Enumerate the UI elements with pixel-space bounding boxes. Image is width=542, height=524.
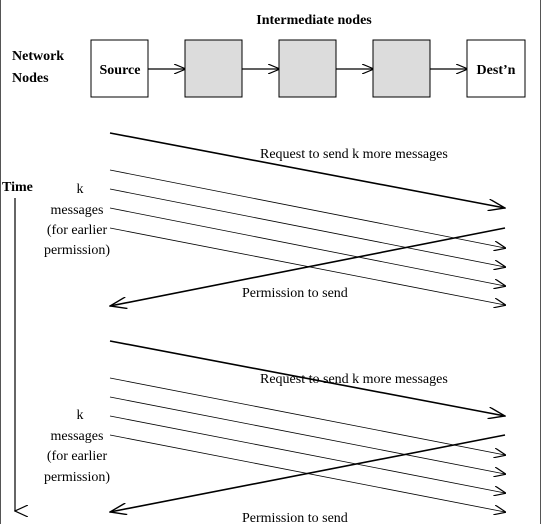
messages-label-line4: permission) (44, 470, 110, 485)
request-arrow (109, 132, 505, 208)
messages-label-line1: k (77, 408, 84, 423)
intermediate-node-3 (372, 39, 431, 98)
request-arrow (109, 340, 505, 416)
permission-arrow (110, 434, 506, 512)
time-axis-label: Time (2, 180, 33, 195)
permission-label: Permission to send (242, 286, 348, 301)
left-window-edge (0, 0, 1, 524)
network-nodes-label-line1: Network (12, 49, 64, 64)
message-arrow (109, 207, 505, 286)
messages-label-line3: (for earlier (47, 449, 108, 464)
request-label: Request to send k more messages (260, 372, 448, 387)
phase-1: Request to send k more messages k messag… (44, 132, 506, 306)
request-label: Request to send k more messages (260, 147, 448, 162)
messages-label-line4: permission) (44, 243, 110, 258)
messages-label-line2: messages (51, 203, 104, 218)
permission-arrow (110, 227, 506, 306)
message-arrow (109, 396, 505, 474)
intermediate-node-2 (278, 39, 337, 98)
message-arrow (109, 188, 505, 267)
messages-label-line2: messages (51, 429, 104, 444)
source-node-label: Source (100, 63, 141, 78)
message-arrow (109, 377, 505, 455)
intermediate-node-1 (184, 39, 243, 98)
destination-node (466, 39, 526, 98)
permission-label: Permission to send (242, 511, 348, 524)
source-node (90, 39, 149, 98)
phase-2: Request to send k more messages k messag… (44, 340, 506, 524)
right-window-edge (540, 0, 541, 524)
network-nodes-label-line2: Nodes (12, 71, 49, 86)
messages-label-line1: k (77, 182, 84, 197)
node-chain: Source Dest’n (90, 39, 526, 98)
intermediate-nodes-title: Intermediate nodes (256, 13, 372, 28)
messages-label-line3: (for earlier (47, 223, 108, 238)
destination-node-label: Dest’n (477, 63, 516, 78)
message-arrow (109, 415, 505, 493)
message-arrow (109, 169, 505, 248)
